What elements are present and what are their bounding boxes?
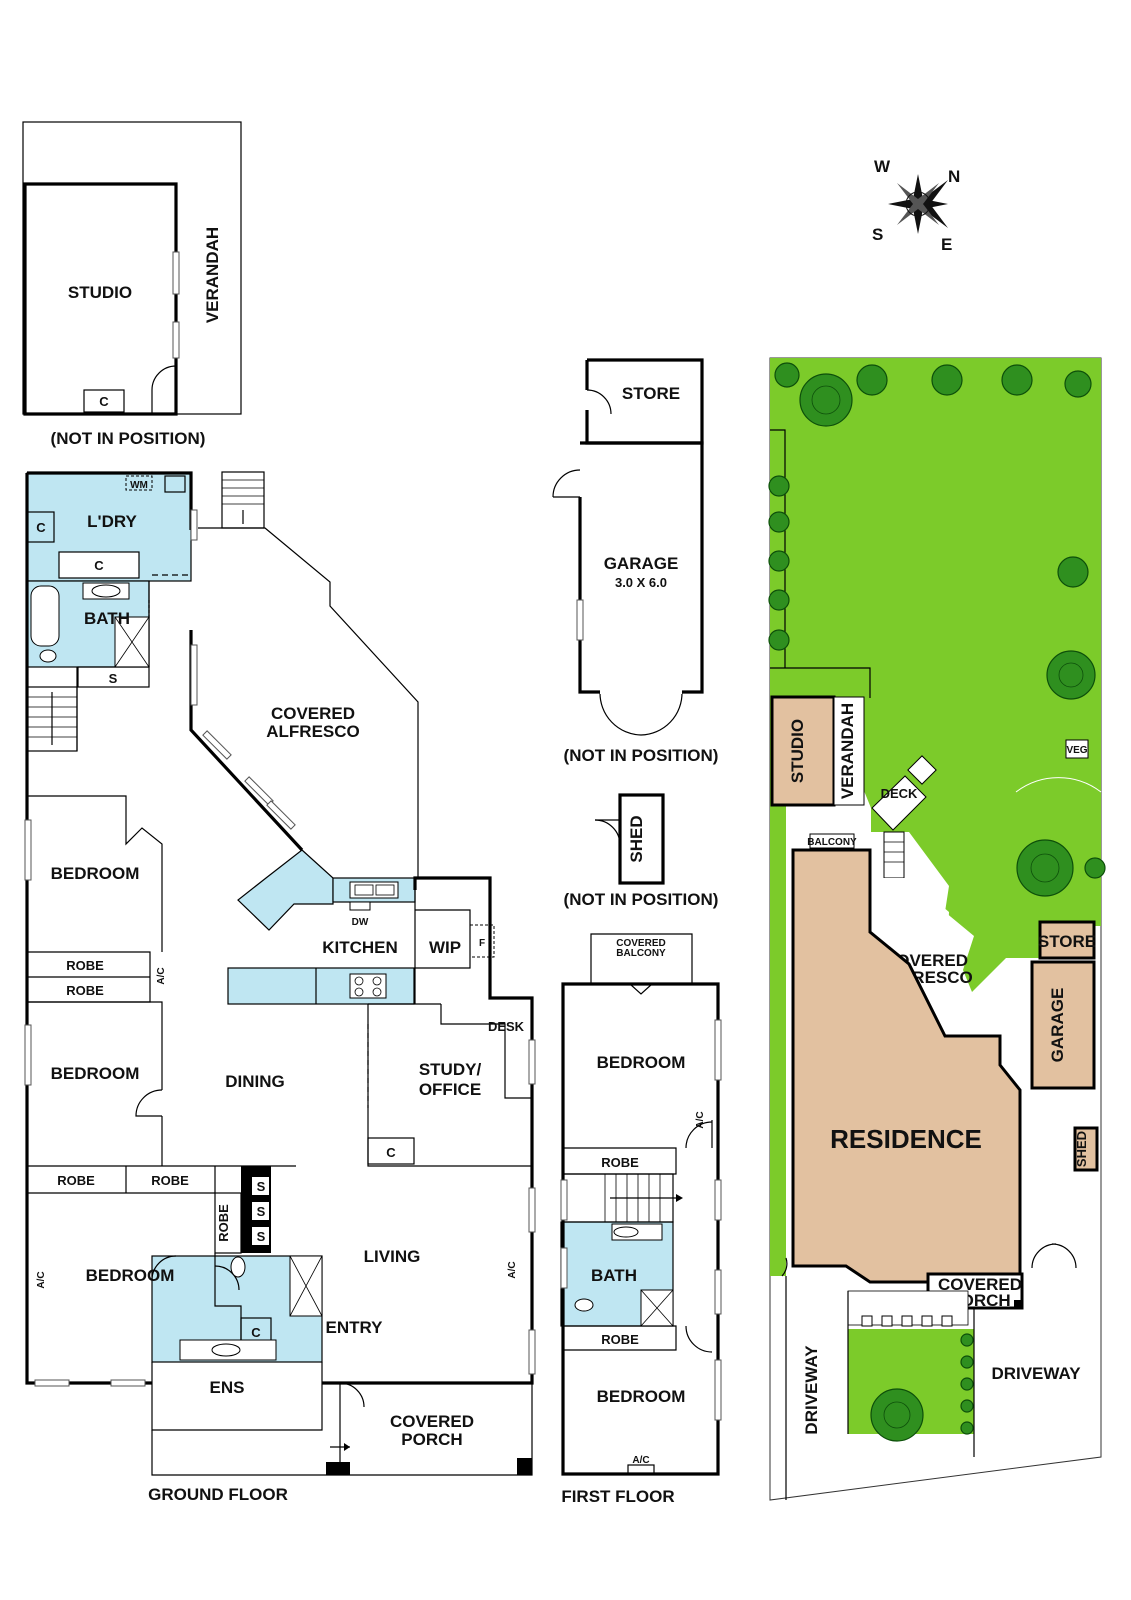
dining-label: DINING bbox=[225, 1072, 285, 1091]
alfresco-steps bbox=[221, 471, 265, 529]
garage-label: GARAGE bbox=[604, 554, 679, 573]
first-bedroom-2-label: BEDROOM bbox=[597, 1387, 686, 1406]
ground-floor-caption: GROUND FLOOR bbox=[148, 1485, 288, 1504]
ground-porch-label-line-2: PORCH bbox=[401, 1430, 462, 1449]
site-trees bbox=[768, 362, 1106, 1442]
laundry-label: L'DRY bbox=[87, 512, 137, 531]
site-deck-label: DECK bbox=[881, 786, 918, 801]
ground-robe-1-label: ROBE bbox=[66, 958, 104, 973]
site-driveway-left-label: DRIVEWAY bbox=[802, 1345, 821, 1435]
site-residence-label: RESIDENCE bbox=[830, 1124, 982, 1154]
garage-size-label: 3.0 X 6.0 bbox=[615, 575, 667, 590]
garage-store-label: STORE bbox=[622, 384, 680, 403]
first-robe-1-label: ROBE bbox=[601, 1155, 639, 1170]
garage-caption: (NOT IN POSITION) bbox=[564, 746, 719, 765]
desk-label: DESK bbox=[488, 1019, 525, 1034]
verandah-label: VERANDAH bbox=[203, 227, 222, 323]
site-balcony-label: BALCONY bbox=[807, 837, 857, 848]
site-garage-label: GARAGE bbox=[1048, 988, 1067, 1063]
rear-lawn bbox=[770, 358, 1101, 992]
first-ac-2-label: A/C bbox=[632, 1455, 649, 1466]
compass-w: W bbox=[874, 157, 891, 176]
first-bath-label: BATH bbox=[591, 1266, 637, 1285]
site-studio-label: STUDIO bbox=[788, 719, 807, 783]
ground-alfresco-label-line-1: COVERED bbox=[271, 704, 355, 723]
ground-shelf-2-label: S bbox=[257, 1204, 266, 1219]
site-verandah-label: VERANDAH bbox=[838, 703, 857, 799]
ground-robe-4-label: ROBE bbox=[151, 1173, 189, 1188]
studio-cupboard-label: C bbox=[99, 394, 109, 409]
shed-caption: (NOT IN POSITION) bbox=[564, 890, 719, 909]
first-robe-2-label: ROBE bbox=[601, 1332, 639, 1347]
ground-ac-1-label: A/C bbox=[156, 967, 167, 984]
site-porch-label-line-1: COVERED bbox=[938, 1275, 1022, 1294]
study-label-line-1: STUDY/ bbox=[419, 1060, 482, 1079]
dishwasher-label: DW bbox=[352, 917, 369, 928]
ground-robe-3-label: ROBE bbox=[57, 1173, 95, 1188]
studio-caption: (NOT IN POSITION) bbox=[51, 429, 206, 448]
ground-bedroom-2-label: BEDROOM bbox=[51, 1064, 140, 1083]
ground-ac-3-label: A/C bbox=[507, 1261, 518, 1278]
site-residence bbox=[791, 848, 1022, 1284]
laundry-bench-cupboard-label: C bbox=[94, 558, 104, 573]
studio-block: STUDIO VERANDAH C (NOT IN POSITION) bbox=[22, 121, 242, 448]
site-studio bbox=[770, 695, 836, 807]
first-ac-1-label: A/C bbox=[695, 1111, 706, 1128]
ground-alfresco-label-line-2: ALFRESCO bbox=[266, 722, 360, 741]
study-label-line-2: OFFICE bbox=[419, 1080, 481, 1099]
laundry-cupboard-label: C bbox=[36, 520, 46, 535]
ground-shelf-3-label: S bbox=[257, 1229, 266, 1244]
compass-e: E bbox=[941, 235, 952, 254]
ground-ac-2-label: A/C bbox=[36, 1271, 47, 1288]
site-veg-label: VEG bbox=[1066, 745, 1087, 756]
compass-rose: W N S E bbox=[872, 157, 960, 254]
ensuite-label: ENS bbox=[210, 1378, 245, 1397]
side-lawn bbox=[770, 698, 786, 1276]
site-driveway-right-label: DRIVEWAY bbox=[991, 1364, 1081, 1383]
study-cupboard-label: C bbox=[386, 1145, 396, 1160]
ground-robe-2-label: ROBE bbox=[66, 983, 104, 998]
ground-shelf-1-label: S bbox=[257, 1179, 266, 1194]
site-garage bbox=[1030, 960, 1096, 1090]
fridge-label: F bbox=[479, 938, 485, 949]
ground-robe-5-label: ROBE bbox=[216, 1204, 231, 1242]
bath-label: BATH bbox=[84, 609, 130, 628]
kitchen-label: KITCHEN bbox=[322, 938, 398, 957]
site-shed bbox=[1073, 1126, 1099, 1172]
lawn-strip bbox=[770, 668, 870, 700]
site-store bbox=[1038, 920, 1096, 960]
ground-floor-plan: L'DRY WM C C BATH S BEDROOM ROBE bbox=[24, 471, 536, 1504]
ground-bedroom-1-label: BEDROOM bbox=[51, 864, 140, 883]
shed-block: SHED (NOT IN POSITION) bbox=[564, 793, 719, 909]
wip-label: WIP bbox=[429, 938, 461, 957]
washing-machine-label: WM bbox=[130, 480, 148, 491]
studio-label: STUDIO bbox=[68, 283, 132, 302]
site-plan: STUDIO VERANDAH DECK BALCONY COVERED ALF… bbox=[768, 357, 1106, 1501]
first-floor-caption: FIRST FLOOR bbox=[561, 1487, 674, 1506]
entry-cupboard-label: C bbox=[251, 1325, 261, 1340]
shed-label: SHED bbox=[627, 815, 646, 862]
living-label: LIVING bbox=[364, 1247, 421, 1266]
site-store-label: STORE bbox=[1038, 932, 1096, 951]
compass-n: N bbox=[948, 167, 960, 186]
compass-s: S bbox=[872, 225, 883, 244]
entry-label: ENTRY bbox=[326, 1318, 384, 1337]
site-shed-label: SHED bbox=[1074, 1131, 1089, 1167]
ground-porch-label-line-1: COVERED bbox=[390, 1412, 474, 1431]
first-floor-plan: COVERED BALCONY BEDROOM A/C ROBE BATH RO… bbox=[560, 933, 722, 1506]
garage-block: STORE GARAGE 3.0 X 6.0 (NOT IN POSITION) bbox=[552, 358, 719, 765]
kitchen-island-angled bbox=[237, 849, 334, 931]
first-balcony-label-line-2: BALCONY bbox=[616, 948, 666, 959]
first-bedroom-1-label: BEDROOM bbox=[597, 1053, 686, 1072]
bath-storage-label: S bbox=[109, 671, 118, 686]
first-balcony-label-line-1: COVERED bbox=[616, 938, 665, 949]
ground-bedroom-3-label: BEDROOM bbox=[86, 1266, 175, 1285]
